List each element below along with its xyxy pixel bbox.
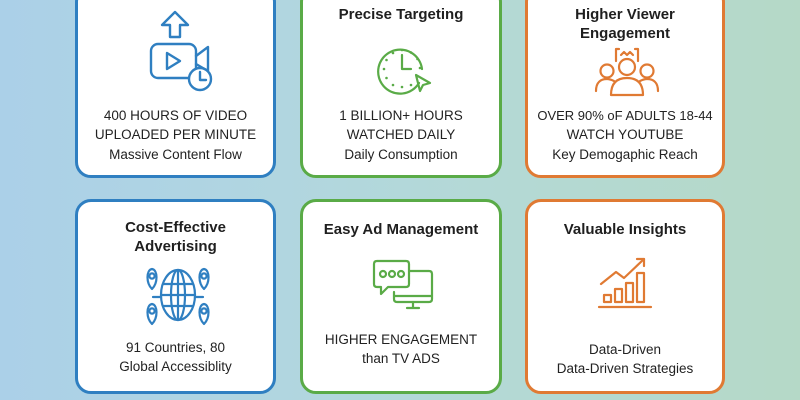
audience-group-icon <box>594 47 660 97</box>
stat-subtitle: Global Accessiblity <box>119 359 232 374</box>
stat-line: 400 HOURS OF VIDEO <box>103 108 248 123</box>
card-video-uploads: 400 HOURS OF VIDEO UPLOADED PER MINUTE M… <box>75 0 276 178</box>
stat-line: 91 Countries, 80 <box>125 340 226 355</box>
stat-subtitle: Key Demogaphic Reach <box>552 147 698 162</box>
card-title: Precise Targeting <box>338 6 464 23</box>
chat-monitor-icon <box>371 259 435 310</box>
card-title: Engagement <box>579 25 670 42</box>
stat-subtitle: Daily Consumption <box>344 147 458 162</box>
stat-line: WATCHED DAILY <box>346 127 456 142</box>
stat-line: HIGHER ENGAGEMENT <box>324 332 478 347</box>
stat-line: WATCH YOUTUBE <box>566 127 684 142</box>
card-title: Higher Viewer <box>575 6 675 23</box>
card-viewer-engagement: Higher Viewer Engagement OVER 90% oF ADU… <box>525 0 725 178</box>
stat-subtitle: than TV ADS <box>362 351 440 366</box>
card-precise-targeting: Precise Targeting 1 BILLION+ HOURS WATCH… <box>300 0 502 178</box>
stat-subtitle: Massive Content Flow <box>109 147 242 162</box>
card-valuable-insights: Valuable Insights Data-Driven Data-Drive… <box>525 199 725 394</box>
card-cost-effective-advertising: Cost-Effective Advertising 91 Countries,… <box>75 199 276 394</box>
card-title: Cost-Effective <box>125 219 226 236</box>
video-upload-icon <box>146 9 214 92</box>
growth-chart-icon <box>597 257 654 309</box>
globe-locations-icon <box>144 266 212 326</box>
stat-line: 1 BILLION+ HOURS <box>339 108 463 123</box>
stat-line: OVER 90% oF ADULTS 18-44 <box>537 108 713 123</box>
stat-subtitle: Data-Driven Strategies <box>556 361 694 376</box>
clock-cursor-icon <box>375 43 435 95</box>
card-title: Valuable Insights <box>563 221 687 238</box>
card-easy-ad-management: Easy Ad Management HIGHER ENGAGEMENT tha… <box>300 199 502 394</box>
stat-line: UPLOADED PER MINUTE <box>94 127 257 142</box>
stat-line: Data-Driven <box>588 342 662 357</box>
card-title: Advertising <box>134 238 217 255</box>
card-title: Easy Ad Management <box>323 221 479 238</box>
